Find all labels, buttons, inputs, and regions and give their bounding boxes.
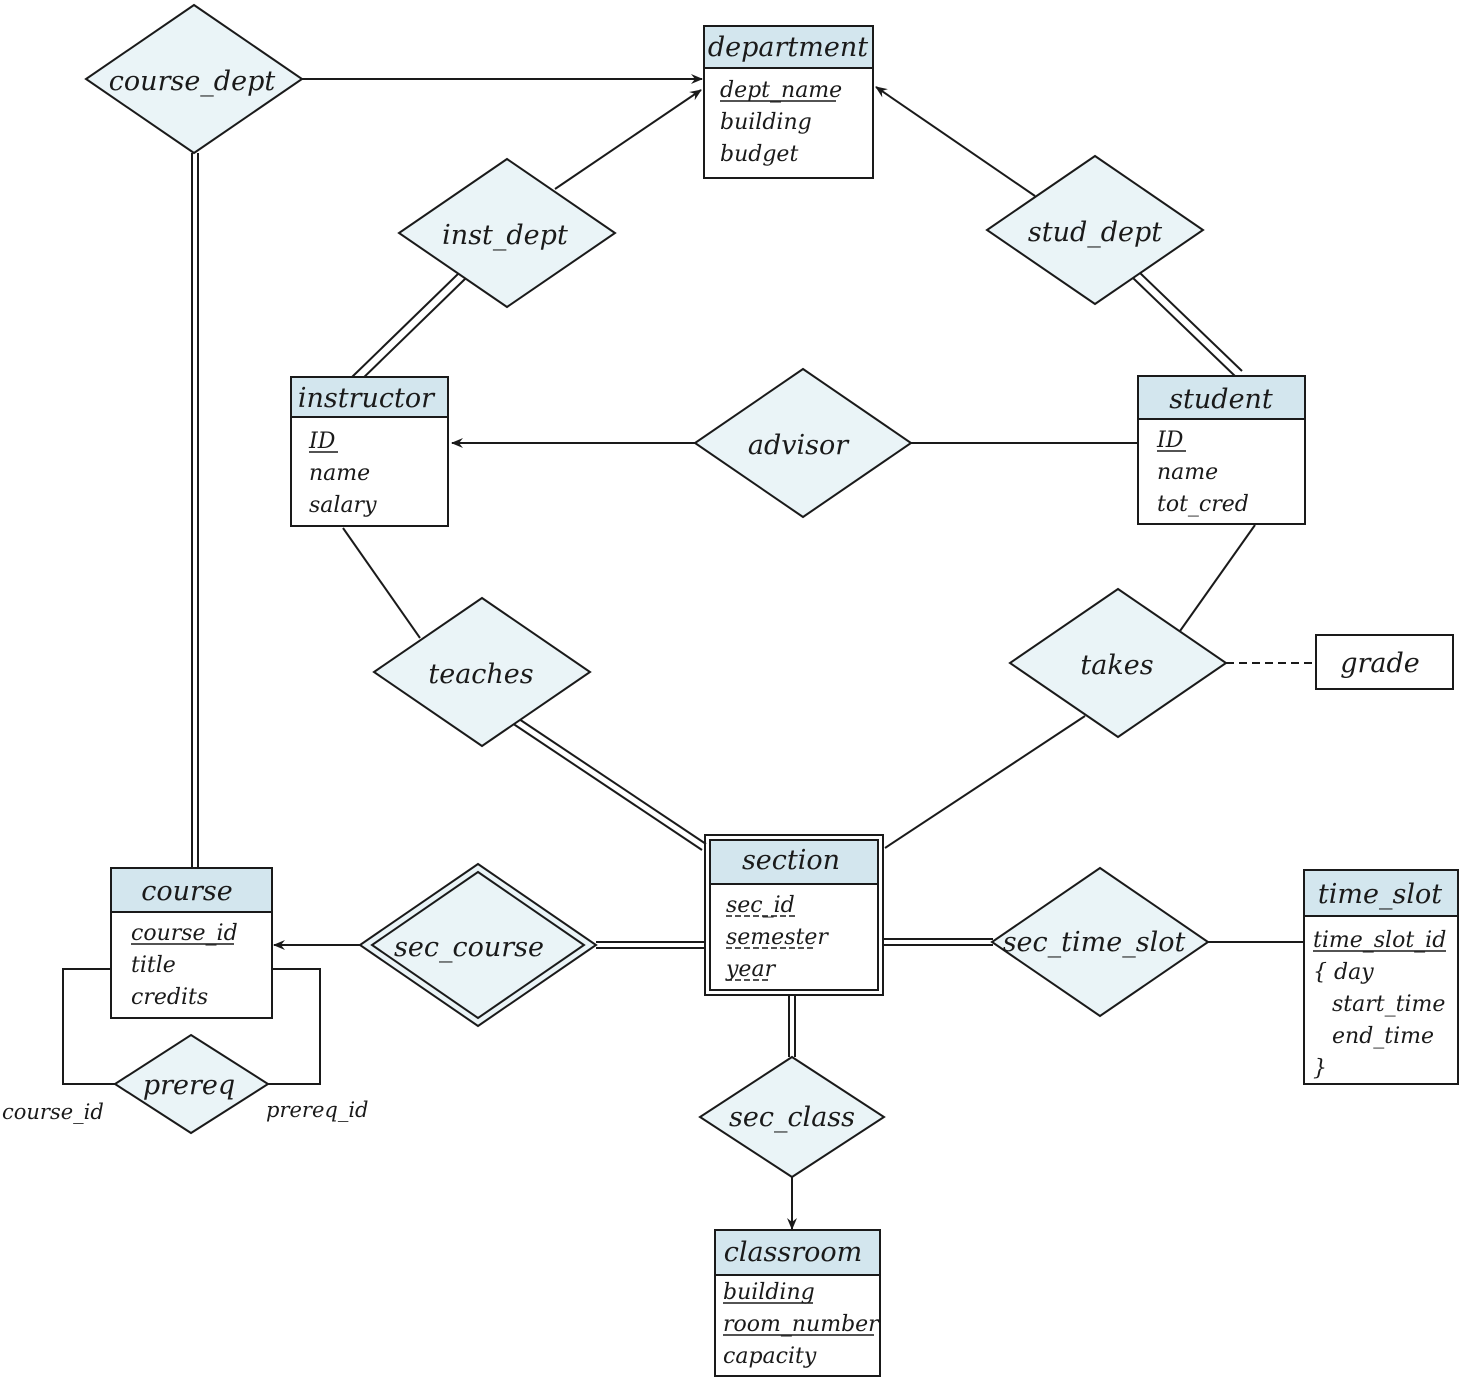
course-attr-credits: credits [131, 985, 208, 1010]
entity-instructor: instructor ID name salary [290, 376, 449, 527]
department-attr-budget: budget [720, 142, 798, 167]
course-title: course [141, 876, 233, 907]
classroom-title: classroom [724, 1237, 863, 1268]
course-dept-label: course_dept [109, 66, 276, 97]
takes-section-line [884, 715, 1086, 849]
inst-dept-label: inst_dept [442, 220, 568, 251]
advisor-label: advisor [748, 430, 850, 461]
attribute-grade: grade [1315, 634, 1454, 690]
department-attr-building: building [720, 110, 812, 135]
sec-time-slot-label: sec_time_slot [1003, 927, 1186, 958]
section-attr-sec-id: sec_id [726, 893, 795, 918]
instructor-attr-id: ID [308, 429, 336, 454]
relationship-stud-dept: stud_dept [985, 154, 1205, 306]
time-slot-brace-close: } [1313, 1056, 1327, 1081]
entity-section-weak: section sec_id semester year [704, 834, 884, 996]
inst-dept-instructor-total-line-a [351, 272, 460, 378]
teaches-label: teaches [428, 659, 533, 690]
relationship-sec-time-slot: sec_time_slot [990, 866, 1210, 1018]
relationship-sec-course-identifying: sec_course [358, 862, 598, 1028]
stud-dept-student-total-line-a [1132, 277, 1237, 378]
prereq-course-id-line [62, 968, 115, 1085]
relationship-takes: takes [1008, 587, 1228, 739]
time-slot-attr-end-time: end_time [1332, 1024, 1434, 1049]
stud-dept-label: stud_dept [1028, 217, 1162, 248]
prereq-label: prereq [143, 1070, 235, 1101]
section-title: section [742, 845, 840, 876]
instructor-attr-name: name [309, 461, 370, 486]
sec-course-label: sec_course [394, 932, 544, 963]
role-label-prereq-id: prereq_id [266, 1098, 368, 1122]
course-attr-title: title [131, 953, 176, 978]
course-attr-course-id: course_id [131, 921, 238, 946]
prereq-prereq-id-line [268, 968, 321, 1085]
grade-label: grade [1340, 648, 1420, 679]
instructor-teaches-line [342, 527, 421, 639]
student-attr-id: ID [1156, 428, 1184, 453]
department-attr-dept-name: dept_name [720, 78, 842, 103]
stud-dept-student-total-line-b [1138, 271, 1243, 372]
department-title: department [708, 32, 868, 63]
entity-course: course course_id title credits [110, 867, 273, 1019]
student-title: student [1169, 384, 1273, 415]
entity-department: department dept_name building budget [703, 25, 874, 179]
entity-time-slot: time_slot time_slot_id { day start_time … [1303, 869, 1459, 1085]
time-slot-attr-time-slot-id: time_slot_id [1313, 928, 1446, 953]
time-slot-title: time_slot [1318, 879, 1442, 910]
role-label-course-id: course_id [2, 1100, 104, 1124]
instructor-title: instructor [298, 383, 436, 414]
classroom-attr-building: building [723, 1280, 815, 1305]
section-attr-semester: semester [726, 925, 829, 950]
time-slot-attr-start-time: start_time [1332, 992, 1445, 1017]
entity-student: student ID name tot_cred [1137, 375, 1306, 525]
teaches-section-total-line-a [511, 722, 703, 851]
relationship-sec-class: sec_class [698, 1055, 886, 1179]
sec-class-label: sec_class [729, 1102, 855, 1133]
teaches-section-total-line-b [515, 716, 707, 845]
relationship-prereq: prereq [113, 1033, 270, 1135]
student-attr-tot-cred: tot_cred [1157, 492, 1249, 517]
entity-classroom: classroom building room_number capacity [714, 1229, 881, 1377]
takes-label: takes [1080, 650, 1153, 681]
relationship-course-dept: course_dept [84, 3, 304, 155]
student-takes-line [1179, 524, 1256, 632]
relationship-advisor: advisor [693, 367, 913, 519]
classroom-attr-room-number: room_number [723, 1312, 880, 1337]
time-slot-brace-open: { [1313, 960, 1327, 985]
section-attr-year: year [725, 957, 777, 982]
stud-dept-to-department-arrow [875, 86, 1036, 197]
time-slot-attr-day: day [1334, 960, 1374, 985]
connectors [62, 74, 1316, 1230]
relationship-teaches: teaches [372, 596, 592, 748]
relationship-inst-dept: inst_dept [397, 157, 617, 309]
classroom-attr-capacity: capacity [723, 1344, 817, 1369]
inst-dept-to-department-arrow [554, 89, 702, 190]
instructor-attr-salary: salary [309, 493, 377, 518]
inst-dept-instructor-total-line-b [357, 278, 466, 384]
student-attr-name: name [1157, 460, 1218, 485]
